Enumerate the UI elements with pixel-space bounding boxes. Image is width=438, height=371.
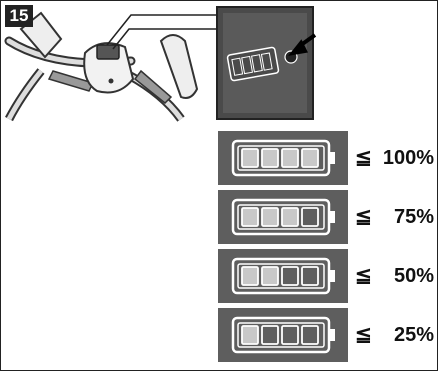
battery-segment-filled bbox=[261, 207, 279, 227]
battery-icon bbox=[231, 257, 335, 295]
battery-terminal bbox=[329, 211, 335, 223]
battery-segment-empty bbox=[301, 266, 319, 286]
battery-inner-outline bbox=[237, 145, 325, 171]
step-number-badge: 15 bbox=[5, 5, 33, 27]
battery-level-row: ≦ 25% bbox=[218, 308, 436, 362]
battery-inner-outline bbox=[237, 204, 325, 230]
less-equal-sign: ≦ bbox=[355, 324, 372, 346]
battery-segment-empty bbox=[281, 325, 299, 345]
battery-terminal bbox=[329, 152, 335, 164]
battery-segment-filled bbox=[241, 148, 259, 168]
less-equal-sign: ≦ bbox=[355, 147, 372, 169]
battery-segment-filled bbox=[241, 207, 259, 227]
battery-percent-label: 50% bbox=[393, 265, 434, 287]
battery-level-list: ≦ 100% ≦ 75% ≦ 50% ≦ 25% bbox=[218, 131, 436, 369]
battery-icon bbox=[231, 316, 335, 354]
battery-terminal bbox=[329, 329, 335, 341]
battery-percent-label: 100% bbox=[382, 147, 434, 169]
battery-percent-label: 25% bbox=[393, 324, 434, 346]
battery-level-row: ≦ 100% bbox=[218, 131, 436, 185]
battery-segment-filled bbox=[281, 148, 299, 168]
battery-indicator-panel bbox=[218, 190, 348, 244]
battery-inner-outline bbox=[237, 322, 325, 348]
battery-indicator-panel bbox=[218, 131, 348, 185]
less-equal-sign: ≦ bbox=[355, 265, 372, 287]
battery-segment-empty bbox=[301, 325, 319, 345]
battery-terminal bbox=[329, 270, 335, 282]
battery-level-row: ≦ 75% bbox=[218, 190, 436, 244]
battery-icon bbox=[231, 139, 335, 177]
battery-indicator-panel bbox=[218, 249, 348, 303]
battery-segment-empty bbox=[281, 266, 299, 286]
battery-segment-empty bbox=[301, 207, 319, 227]
battery-indicator-panel bbox=[218, 308, 348, 362]
less-equal-sign: ≦ bbox=[355, 206, 372, 228]
battery-segment-empty bbox=[261, 325, 279, 345]
battery-segment-filled bbox=[301, 148, 319, 168]
mower-handle-illustration bbox=[1, 1, 437, 125]
battery-segment-filled bbox=[261, 148, 279, 168]
battery-icon bbox=[231, 198, 335, 236]
battery-segment-filled bbox=[261, 266, 279, 286]
battery-level-row: ≦ 50% bbox=[218, 249, 436, 303]
battery-segment-filled bbox=[241, 266, 259, 286]
device-illustration: 15 bbox=[1, 1, 437, 125]
battery-segment-filled bbox=[281, 207, 299, 227]
battery-segment-filled bbox=[241, 325, 259, 345]
battery-inner-outline bbox=[237, 263, 325, 289]
battery-percent-label: 75% bbox=[393, 206, 434, 228]
